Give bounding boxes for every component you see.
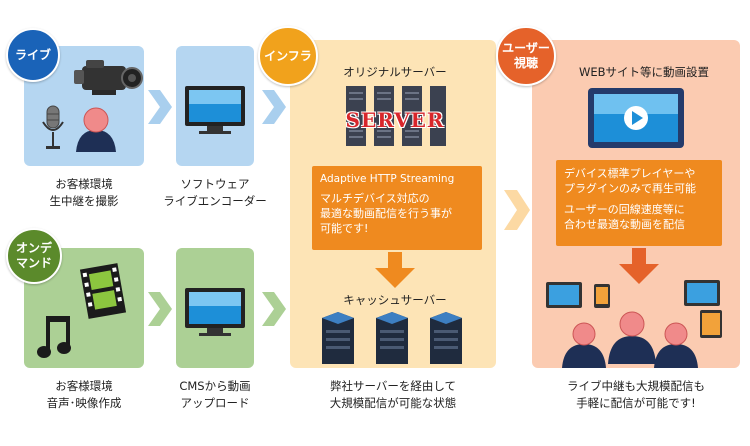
arrow-down-infra bbox=[375, 252, 415, 288]
user-info-line2: プラグインのみで再生可能 bbox=[564, 182, 696, 195]
infra-badge: インフラ bbox=[258, 26, 318, 86]
arrow-ondemand-2 bbox=[262, 292, 286, 326]
arrow-live-1 bbox=[148, 90, 172, 124]
live-capture-caption-line2: 生中継を撮影 bbox=[49, 194, 119, 208]
ondemand-create-caption-line2: 音声･映像作成 bbox=[46, 396, 122, 410]
user-caption: ライブ中継も大規模配信も 手軽に配信が可能です! bbox=[532, 378, 740, 412]
microphone-icon bbox=[42, 105, 64, 149]
live-badge-label: ライブ bbox=[14, 47, 51, 62]
streaming-line1: マルチデバイス対応の bbox=[320, 192, 430, 205]
streaming-line3: 可能です! bbox=[320, 222, 369, 235]
person-icon bbox=[76, 107, 116, 152]
cache-server-icons bbox=[322, 312, 462, 364]
ondemand-upload-caption-line1: CMSから動画 bbox=[179, 379, 251, 393]
live-capture-caption-line1: お客様環境 bbox=[55, 177, 113, 191]
web-embed-title: WEBサイト等に動画設置 bbox=[578, 65, 710, 79]
monitor-icon-upload bbox=[185, 288, 245, 336]
film-icon bbox=[79, 263, 127, 319]
user-info-box: デバイス標準プレイヤーや プラグインのみで再生可能 ユーザーの回線速度等に 合わ… bbox=[556, 160, 722, 246]
ondemand-upload-caption: CMSから動画 アップロード bbox=[150, 378, 280, 412]
video-player-icon bbox=[588, 88, 684, 148]
ondemand-upload-caption-line2: アップロード bbox=[180, 396, 250, 410]
streaming-line2: 最適な動画配信を行う事が bbox=[320, 207, 452, 220]
infra-caption-line2: 大規模配信が可能な状態 bbox=[329, 396, 457, 410]
arrow-infra-to-user bbox=[504, 190, 530, 230]
user-info-line1: デバイス標準プレイヤーや bbox=[564, 167, 696, 180]
ondemand-badge: オンデマンド bbox=[6, 228, 62, 284]
origin-server-title: オリジナルサーバー bbox=[343, 65, 447, 79]
arrow-live-2 bbox=[262, 90, 286, 124]
music-note-icon bbox=[37, 316, 71, 358]
arrow-ondemand-1 bbox=[148, 292, 172, 326]
streaming-title: Adaptive HTTP Streaming bbox=[320, 173, 455, 185]
live-badge: ライブ bbox=[6, 28, 60, 82]
user-devices-icon bbox=[546, 280, 722, 368]
ondemand-badge-line1: オンデ bbox=[15, 241, 52, 255]
ondemand-create-caption-line1: お客様環境 bbox=[55, 379, 113, 393]
arrow-down-user bbox=[619, 248, 659, 284]
live-encoder-caption-line2: ライブエンコーダー bbox=[163, 194, 267, 208]
server-rack-icon bbox=[346, 86, 446, 146]
user-badge-line1: ユーザー bbox=[502, 41, 550, 55]
ondemand-badge-label: オンデマンド bbox=[16, 241, 52, 271]
user-caption-line1: ライブ中継も大規模配信も bbox=[567, 379, 705, 393]
video-camera-icon bbox=[74, 60, 143, 95]
cache-server-title: キャッシュサーバー bbox=[343, 293, 447, 307]
server-label: SERVER bbox=[345, 108, 445, 132]
user-badge-label: ユーザー視聴 bbox=[502, 41, 550, 71]
ondemand-create-caption: お客様環境 音声･映像作成 bbox=[24, 378, 144, 412]
infra-badge-label: インフラ bbox=[264, 48, 312, 63]
user-info-line4: 合わせ最適な動画を配信 bbox=[564, 218, 685, 231]
infra-caption-line1: 弊社サーバーを経由して bbox=[329, 379, 457, 393]
live-encoder-caption: ソフトウェア ライブエンコーダー bbox=[150, 176, 280, 210]
monitor-icon bbox=[185, 86, 245, 134]
infra-caption: 弊社サーバーを経由して 大規模配信が可能な状態 bbox=[290, 378, 496, 412]
user-badge-line2: 視聴 bbox=[513, 56, 538, 70]
user-badge: ユーザー視聴 bbox=[496, 26, 556, 86]
live-encoder-caption-line1: ソフトウェア bbox=[180, 177, 250, 191]
user-caption-line2: 手軽に配信が可能です! bbox=[576, 396, 696, 410]
streaming-info-box: Adaptive HTTP Streaming マルチデバイス対応の 最適な動画… bbox=[312, 166, 482, 250]
live-capture-caption: お客様環境 生中継を撮影 bbox=[24, 176, 144, 210]
user-info-line3: ユーザーの回線速度等に bbox=[564, 203, 685, 216]
ondemand-badge-line2: マンド bbox=[15, 256, 52, 270]
